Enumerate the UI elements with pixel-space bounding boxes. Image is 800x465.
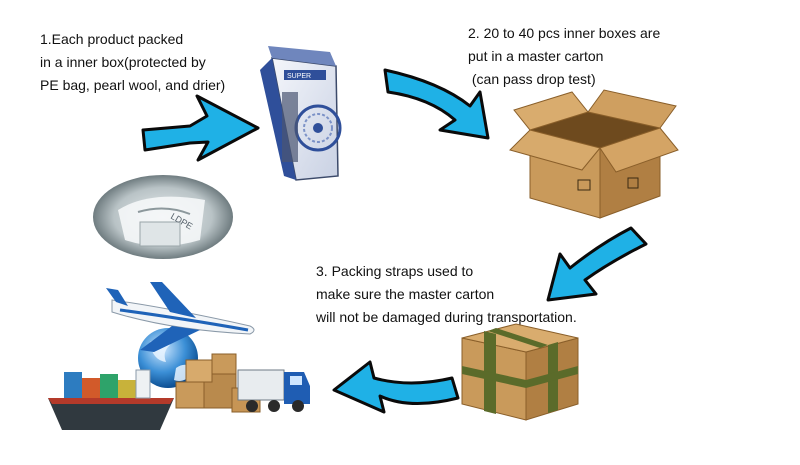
step-1-text: 1.Each product packed in a inner box(pro… bbox=[40, 28, 225, 97]
step-1-line-3: PE bag, pearl wool, and drier) bbox=[40, 77, 226, 93]
pe-bag-photo: LDPE bbox=[93, 175, 233, 259]
step-3-line-1: 3. Packing straps used to bbox=[316, 263, 474, 279]
transportation-collage bbox=[48, 282, 310, 430]
inner-box-brand: SUPER bbox=[287, 73, 311, 80]
step-3-line-2: make sure the master carton bbox=[316, 286, 495, 302]
step-1-line-2: in a inner box(protected by bbox=[40, 54, 206, 70]
step-3-text: 3. Packing straps used to make sure the … bbox=[316, 260, 577, 329]
step-2-line-1: 2. 20 to 40 pcs inner boxes are bbox=[468, 25, 661, 41]
taped-carton bbox=[461, 323, 579, 421]
step-2-line-2: put in a master carton bbox=[468, 48, 604, 64]
step-2-line-3: (can pass drop test) bbox=[468, 71, 596, 87]
arrow-left-icon bbox=[332, 360, 460, 414]
open-carton bbox=[509, 89, 679, 219]
arrow-right-icon bbox=[141, 94, 260, 162]
cargo-ship-icon bbox=[48, 369, 174, 430]
inner-box: SUPER bbox=[260, 46, 342, 181]
step-2-text: 2. 20 to 40 pcs inner boxes are put in a… bbox=[468, 22, 660, 91]
step-3-line-3: will not be damaged during transportatio… bbox=[316, 309, 577, 325]
arrow-right-icon bbox=[383, 68, 490, 140]
step-1-line-1: 1.Each product packed bbox=[40, 31, 184, 47]
airplane-icon bbox=[106, 282, 255, 352]
arrow-down-icon bbox=[546, 226, 648, 302]
truck-icon bbox=[237, 369, 310, 412]
